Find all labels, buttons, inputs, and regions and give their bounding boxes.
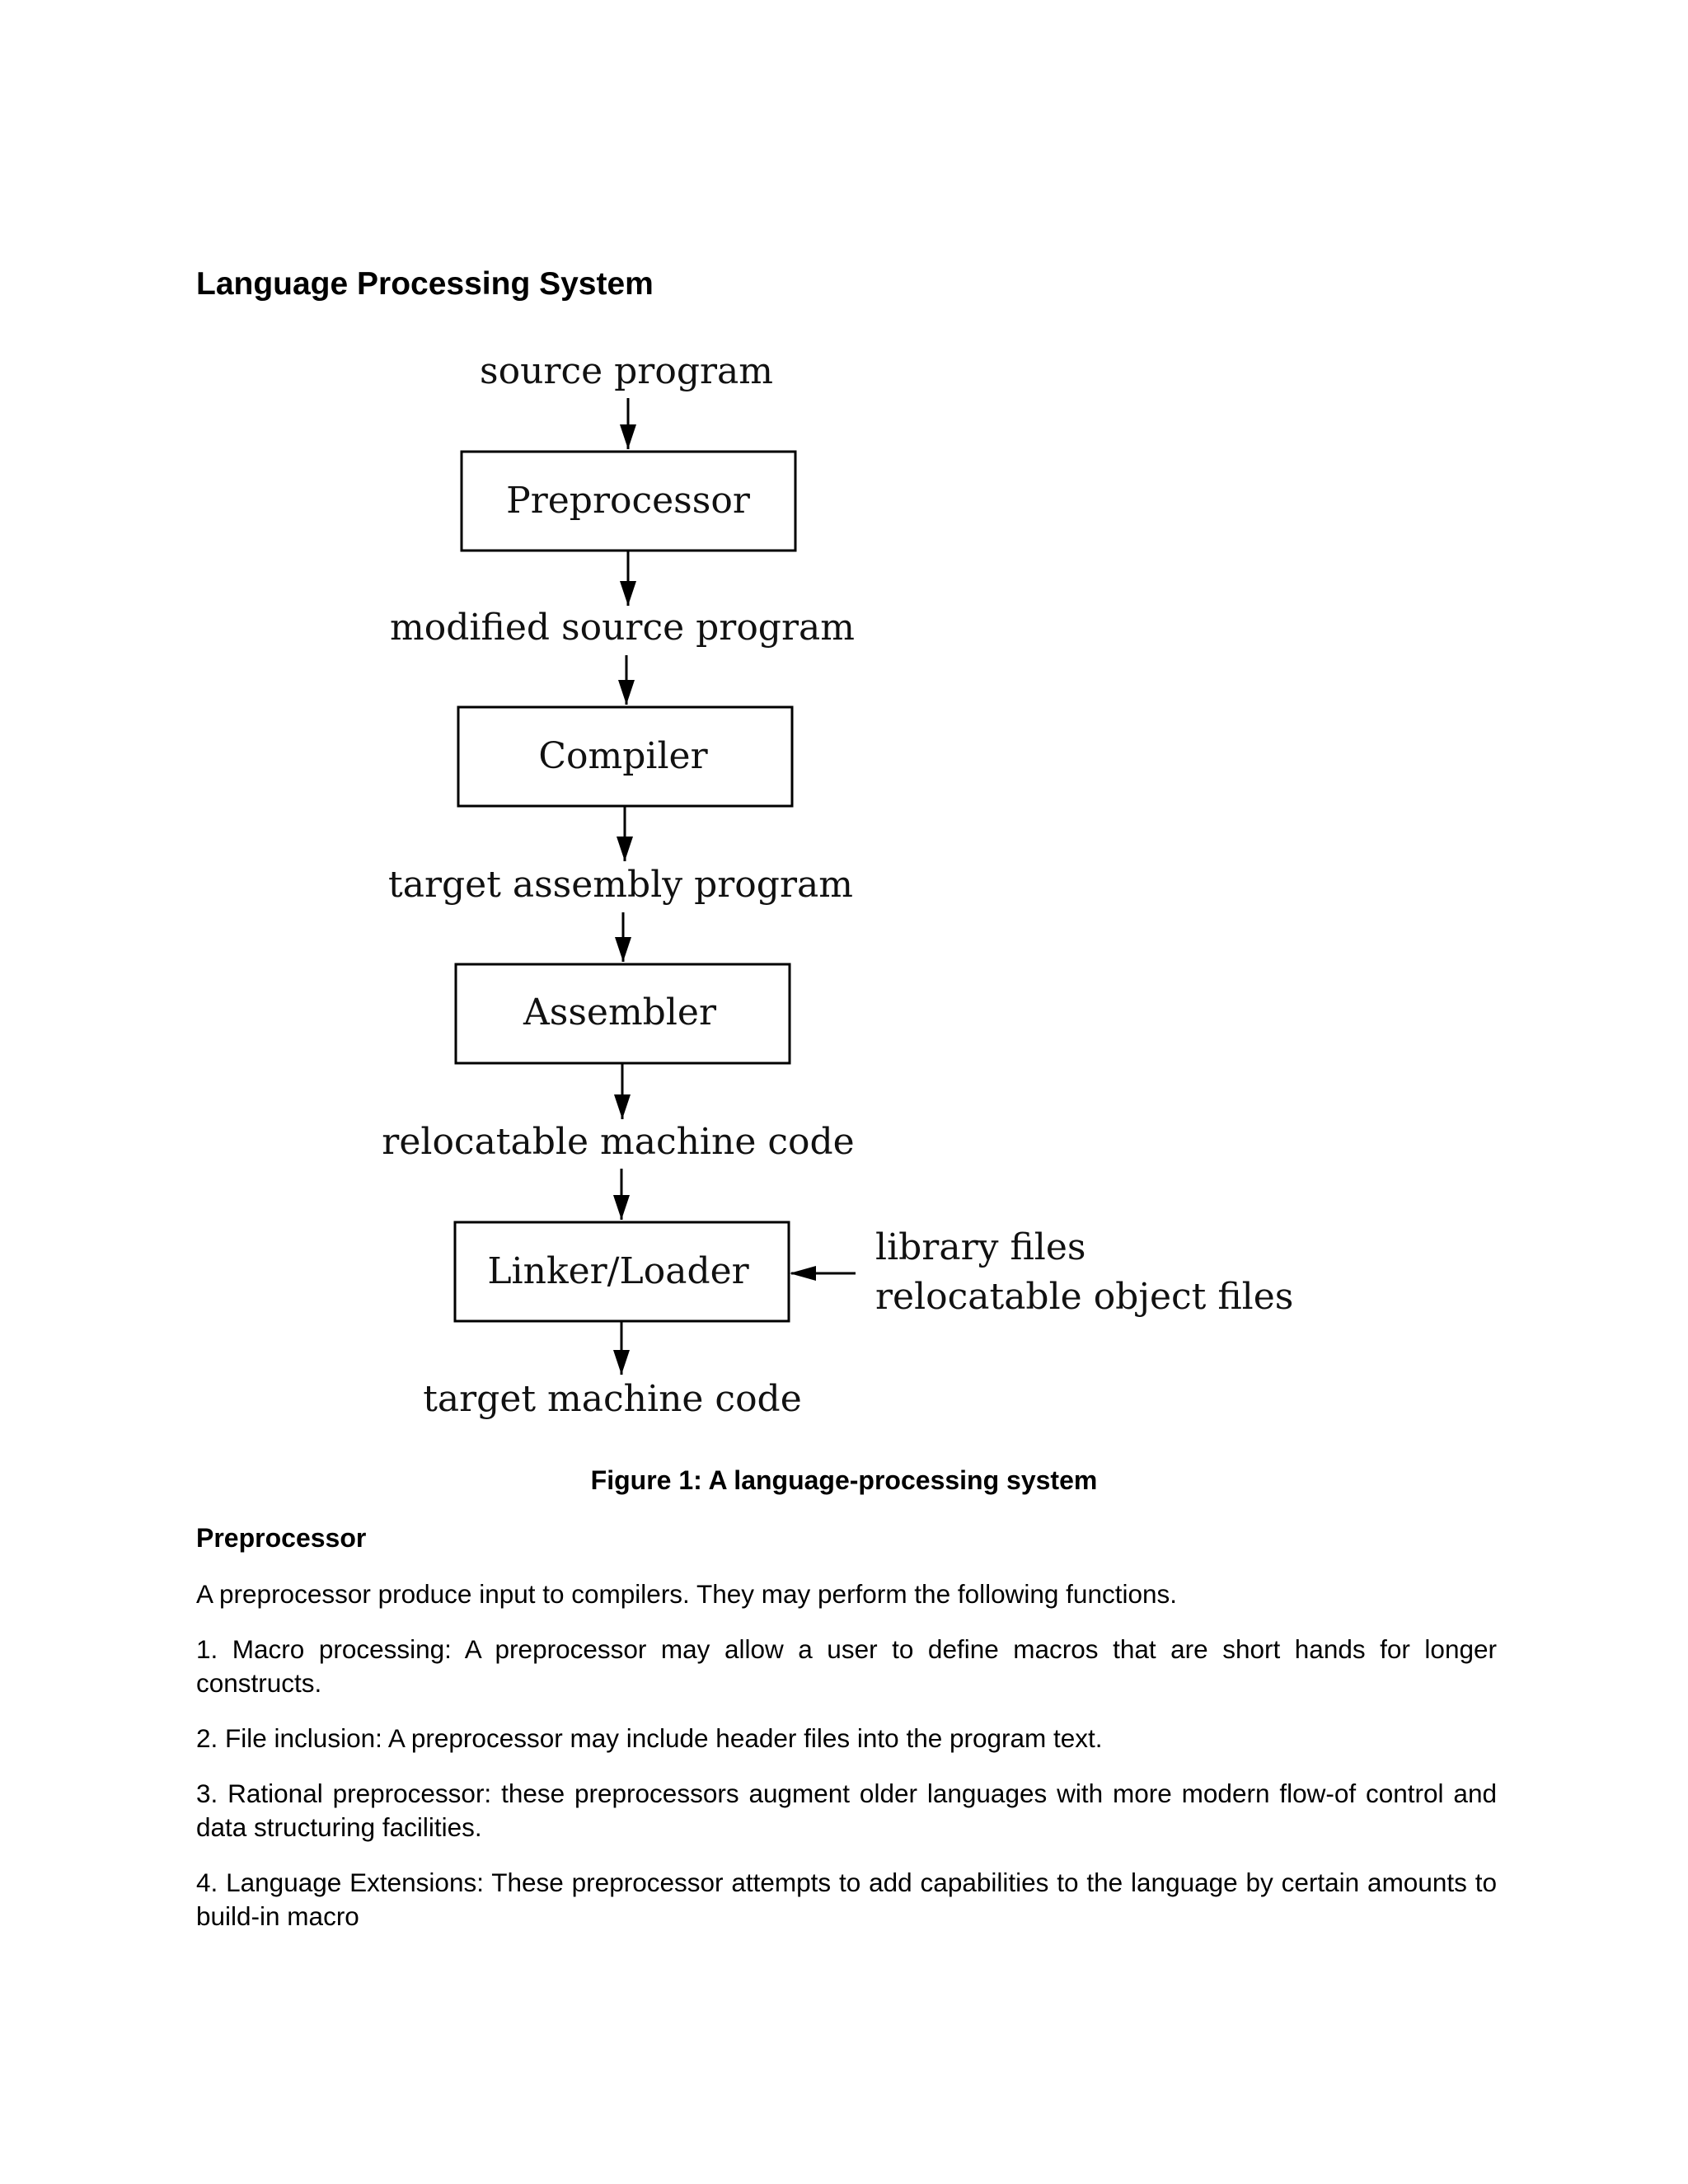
flow-label-target-machine-code: target machine code	[423, 1378, 802, 1420]
figure-caption: Figure 1: A language-processing system	[590, 1465, 1098, 1495]
linker-loader-box	[453, 1221, 790, 1323]
page-title: Language Processing System	[196, 266, 654, 302]
section-intro: A preprocessor produce input to compiler…	[196, 1579, 1178, 1609]
section-heading: Preprocessor	[196, 1523, 367, 1553]
side-input-library-files: library files	[875, 1226, 1086, 1268]
flow-label-source-program: source program	[480, 350, 773, 392]
compiler-box	[457, 705, 794, 808]
side-input-relocatable-object-files: relocatable object files	[875, 1276, 1293, 1318]
list-item-rational-preprocessor: 3. Rational preprocessor: these preproce…	[196, 1779, 1497, 1842]
language-processing-diagram: source program Preprocessor modified sou…	[382, 350, 1293, 1420]
list-item-file-inclusion: 2. File inclusion: A preprocessor may in…	[196, 1723, 1103, 1753]
flow-label-target-assembly-program: target assembly program	[388, 864, 853, 906]
linker-loader-label: Linker/Loader	[487, 1250, 749, 1292]
flow-label-modified-source-program: modified source program	[390, 607, 855, 649]
compiler-label: Compiler	[538, 735, 708, 777]
list-item-language-extensions: 4. Language Extensions: These preprocess…	[196, 1868, 1497, 1931]
assembler-box	[454, 963, 791, 1065]
list-item-macro-processing: 1. Macro processing: A preprocessor may …	[196, 1634, 1497, 1698]
flow-label-relocatable-machine-code: relocatable machine code	[382, 1121, 854, 1163]
assembler-label: Assembler	[523, 991, 717, 1033]
preprocessor-label: Preprocessor	[506, 480, 751, 522]
preprocessor-box	[460, 450, 797, 552]
